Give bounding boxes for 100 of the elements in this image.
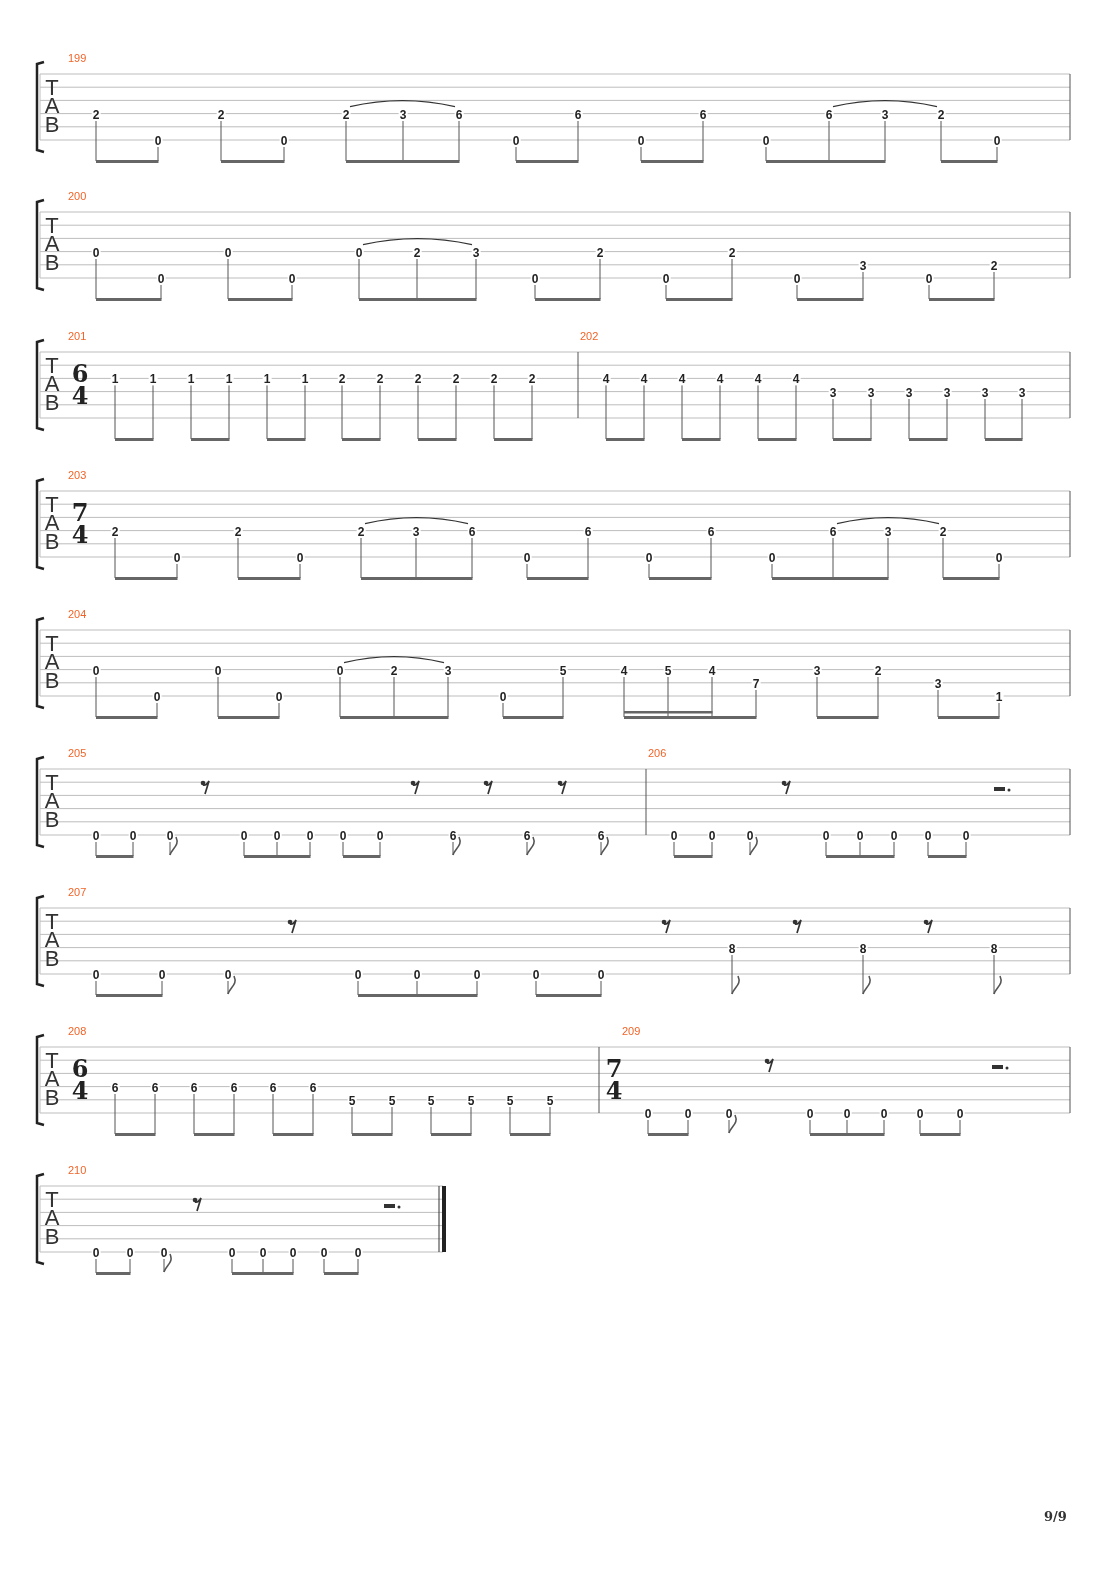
fret-number: 3 bbox=[471, 246, 481, 259]
fret-number: 0 bbox=[353, 969, 363, 981]
fret-number: 2 bbox=[595, 246, 605, 259]
tab-clef-letter: T bbox=[45, 1051, 59, 1071]
fret-number: 0 bbox=[683, 1108, 693, 1120]
time-signature-digit: 6 bbox=[71, 363, 89, 385]
fret-number: 0 bbox=[412, 969, 422, 981]
measure-number: 203 bbox=[68, 469, 87, 481]
fret-number: 0 bbox=[636, 135, 646, 147]
fret-number: 6 bbox=[308, 1081, 318, 1094]
fret-number: 8 bbox=[989, 942, 999, 955]
fret-number: 3 bbox=[812, 664, 822, 677]
fret-number: 3 bbox=[828, 386, 838, 399]
fret-number: 0 bbox=[889, 830, 899, 842]
fret-number: 4 bbox=[715, 373, 725, 386]
measure-number: 199 bbox=[68, 52, 87, 64]
fret-number: 0 bbox=[172, 552, 182, 564]
fret-number: 1 bbox=[300, 373, 310, 386]
fret-number: 2 bbox=[451, 373, 461, 386]
fret-number: 1 bbox=[148, 373, 158, 386]
time-signature-digit: 4 bbox=[71, 524, 89, 546]
fret-number: 2 bbox=[337, 373, 347, 386]
fret-number: 5 bbox=[426, 1094, 436, 1107]
fret-number: 0 bbox=[305, 830, 315, 842]
fret-number: 0 bbox=[522, 552, 532, 564]
fret-number: 2 bbox=[216, 108, 226, 121]
fret-number: 0 bbox=[223, 969, 233, 981]
fret-number: 5 bbox=[663, 664, 673, 677]
fret-number: 0 bbox=[227, 1247, 237, 1259]
fret-number: 0 bbox=[319, 1247, 329, 1259]
fret-number: 8 bbox=[727, 942, 737, 955]
measure-number: 201 bbox=[68, 330, 87, 342]
fret-number: 0 bbox=[661, 273, 671, 285]
fret-number: 0 bbox=[272, 830, 282, 842]
fret-number: 4 bbox=[753, 373, 763, 386]
fret-number: 1 bbox=[224, 373, 234, 386]
fret-number: 0 bbox=[128, 830, 138, 842]
fret-number: 6 bbox=[467, 525, 477, 538]
fret-number: 3 bbox=[980, 386, 990, 399]
fret-number: 0 bbox=[353, 1247, 363, 1259]
fret-number: 3 bbox=[880, 108, 890, 121]
fret-number: 0 bbox=[596, 969, 606, 981]
tab-clef-letter: A bbox=[44, 1208, 60, 1228]
fret-number: 0 bbox=[91, 246, 101, 259]
fret-number: 2 bbox=[413, 373, 423, 386]
tab-clef-letter: T bbox=[45, 912, 59, 932]
fret-number: 0 bbox=[530, 273, 540, 285]
tab-clef-letter: B bbox=[44, 253, 60, 273]
fret-number: 0 bbox=[287, 273, 297, 285]
fret-number: 1 bbox=[186, 373, 196, 386]
fret-number: 0 bbox=[156, 273, 166, 285]
tab-clef-letter: A bbox=[44, 374, 60, 394]
tab-clef-letter: A bbox=[44, 652, 60, 672]
fret-number: 0 bbox=[279, 135, 289, 147]
fret-number: 6 bbox=[706, 525, 716, 538]
tab-clef-letter: T bbox=[45, 495, 59, 515]
tab-clef-letter: T bbox=[45, 773, 59, 793]
fret-number: 4 bbox=[791, 373, 801, 386]
fret-number: 2 bbox=[527, 373, 537, 386]
tab-clef-letter: B bbox=[44, 393, 60, 413]
fret-number: 0 bbox=[223, 246, 233, 259]
fret-number: 0 bbox=[153, 135, 163, 147]
fret-number: 0 bbox=[159, 1247, 169, 1259]
fret-number: 0 bbox=[855, 830, 865, 842]
fret-number: 3 bbox=[858, 259, 868, 272]
fret-number: 0 bbox=[498, 691, 508, 703]
fret-number: 0 bbox=[821, 830, 831, 842]
fret-number: 0 bbox=[724, 1108, 734, 1120]
fret-number: 3 bbox=[866, 386, 876, 399]
fret-number: 0 bbox=[842, 1108, 852, 1120]
fret-number: 4 bbox=[639, 373, 649, 386]
fret-number: 3 bbox=[411, 525, 421, 538]
measure-number: 202 bbox=[580, 330, 599, 342]
fret-number: 1 bbox=[994, 691, 1004, 703]
fret-number: 2 bbox=[91, 108, 101, 121]
tab-clef-letter: A bbox=[44, 930, 60, 950]
fret-number: 0 bbox=[923, 830, 933, 842]
measure-number: 206 bbox=[648, 747, 667, 759]
fret-number: 0 bbox=[335, 664, 345, 677]
fret-number: 3 bbox=[1017, 386, 1027, 399]
fret-number: 0 bbox=[472, 969, 482, 981]
measure-number: 207 bbox=[68, 886, 87, 898]
tab-clef-letter: B bbox=[44, 671, 60, 691]
fret-number: 0 bbox=[152, 691, 162, 703]
fret-number: 2 bbox=[727, 246, 737, 259]
fret-number: 0 bbox=[258, 1247, 268, 1259]
fret-number: 5 bbox=[505, 1094, 515, 1107]
tab-clef-letter: B bbox=[44, 532, 60, 552]
tab-clef-letter: A bbox=[44, 234, 60, 254]
fret-number: 2 bbox=[389, 664, 399, 677]
fret-number: 0 bbox=[767, 552, 777, 564]
fret-number: 0 bbox=[643, 1108, 653, 1120]
fret-number: 0 bbox=[961, 830, 971, 842]
measure-number: 210 bbox=[68, 1164, 87, 1176]
time-signature-digit: 4 bbox=[605, 1080, 623, 1102]
fret-number: 6 bbox=[824, 108, 834, 121]
fret-number: 2 bbox=[989, 259, 999, 272]
fret-number: 2 bbox=[412, 246, 422, 259]
fret-number: 0 bbox=[792, 273, 802, 285]
tab-clef-letter: B bbox=[44, 1227, 60, 1247]
